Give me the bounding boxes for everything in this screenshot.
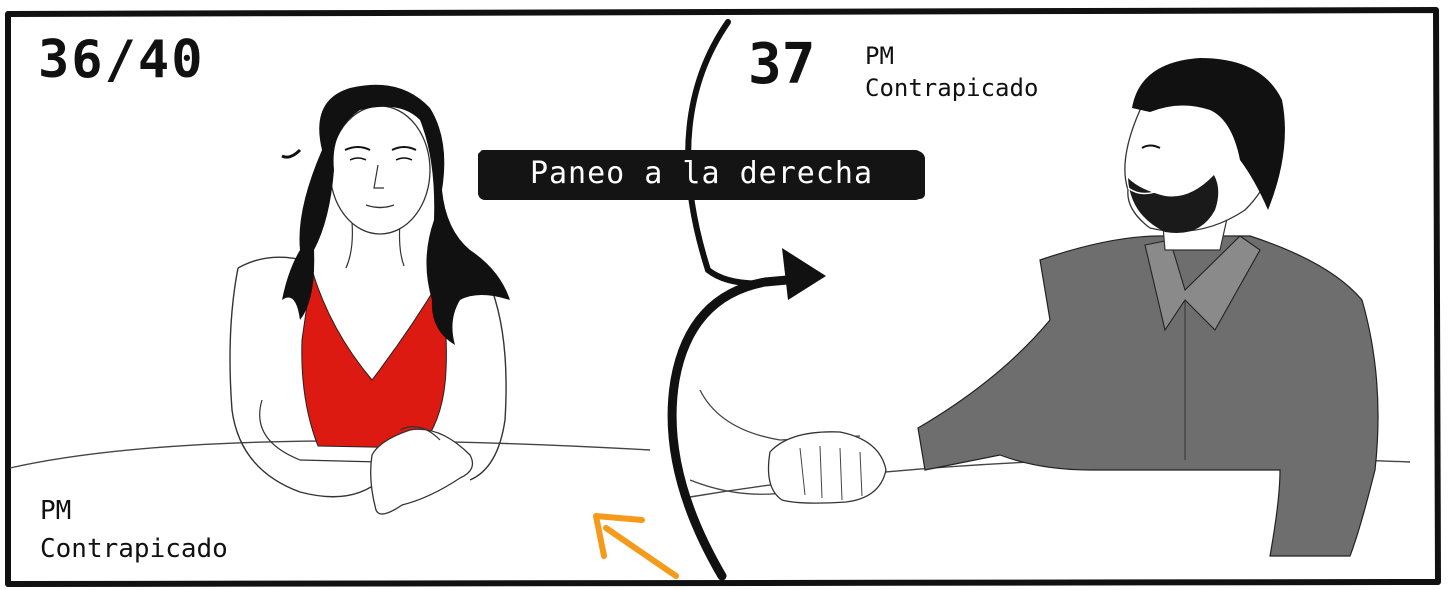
- left-camera-angle: Contrapicado: [40, 534, 228, 564]
- right-camera-angle: Contrapicado: [865, 74, 1039, 102]
- shot-number-left: 36/40: [38, 30, 205, 90]
- red-top: [301, 269, 447, 449]
- woman-hair: [282, 84, 510, 346]
- woman-figure: [229, 84, 510, 515]
- left-shot-size: PM: [40, 496, 72, 526]
- curved-arrow-right-icon: [667, 19, 826, 581]
- panel-border: [5, 7, 1441, 587]
- left-table-edge: [9, 440, 651, 469]
- man-figure: [689, 58, 1379, 557]
- transition-banner: Paneo a la derecha: [480, 150, 923, 198]
- transition-label: Paneo a la derecha: [529, 156, 874, 191]
- man-hair: [1132, 58, 1285, 210]
- right-shot-meta: PM Contrapicado: [865, 40, 1038, 104]
- right-shot-size: PM: [865, 42, 894, 70]
- grey-shirt: [917, 235, 1379, 557]
- shot-number-right: 37: [748, 32, 816, 97]
- clasped-hands: [767, 431, 887, 504]
- orange-arrow-icon: [593, 513, 679, 579]
- left-shot-meta: PM Contrapicado: [40, 492, 228, 568]
